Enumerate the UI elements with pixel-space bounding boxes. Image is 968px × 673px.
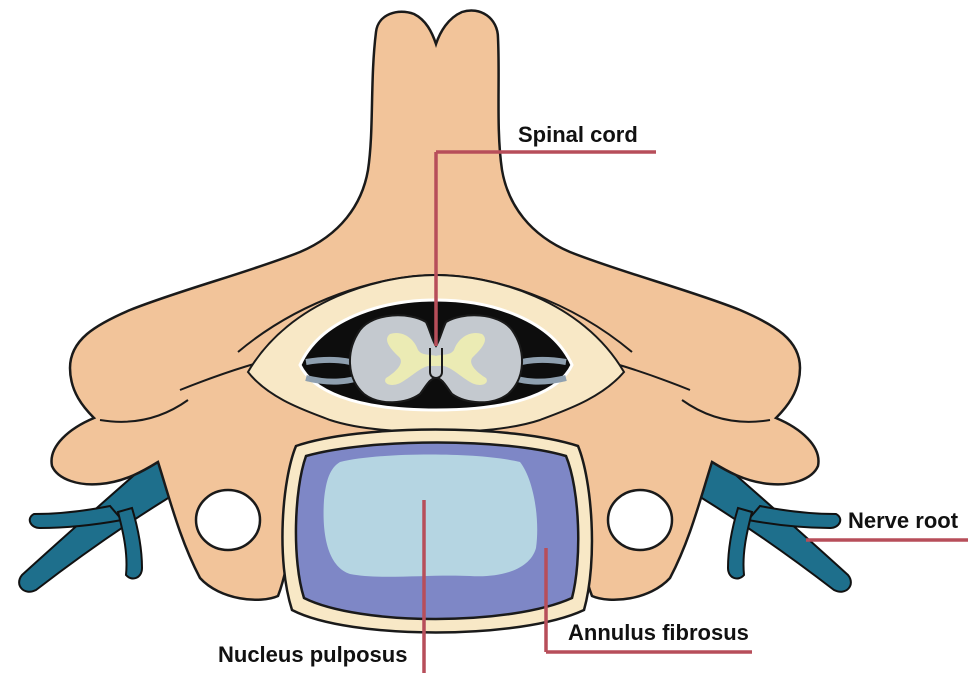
spinal-cord-label: Spinal cord [518,122,638,147]
transverse-foramen-left [196,490,260,550]
transverse-foramen-right [608,490,672,550]
nucleus-pulposus-label: Nucleus pulposus [218,642,407,667]
nerve-root-label: Nerve root [848,508,959,533]
nucleus-pulposus [324,455,538,577]
annulus-fibrosus-label: Annulus fibrosus [568,620,749,645]
